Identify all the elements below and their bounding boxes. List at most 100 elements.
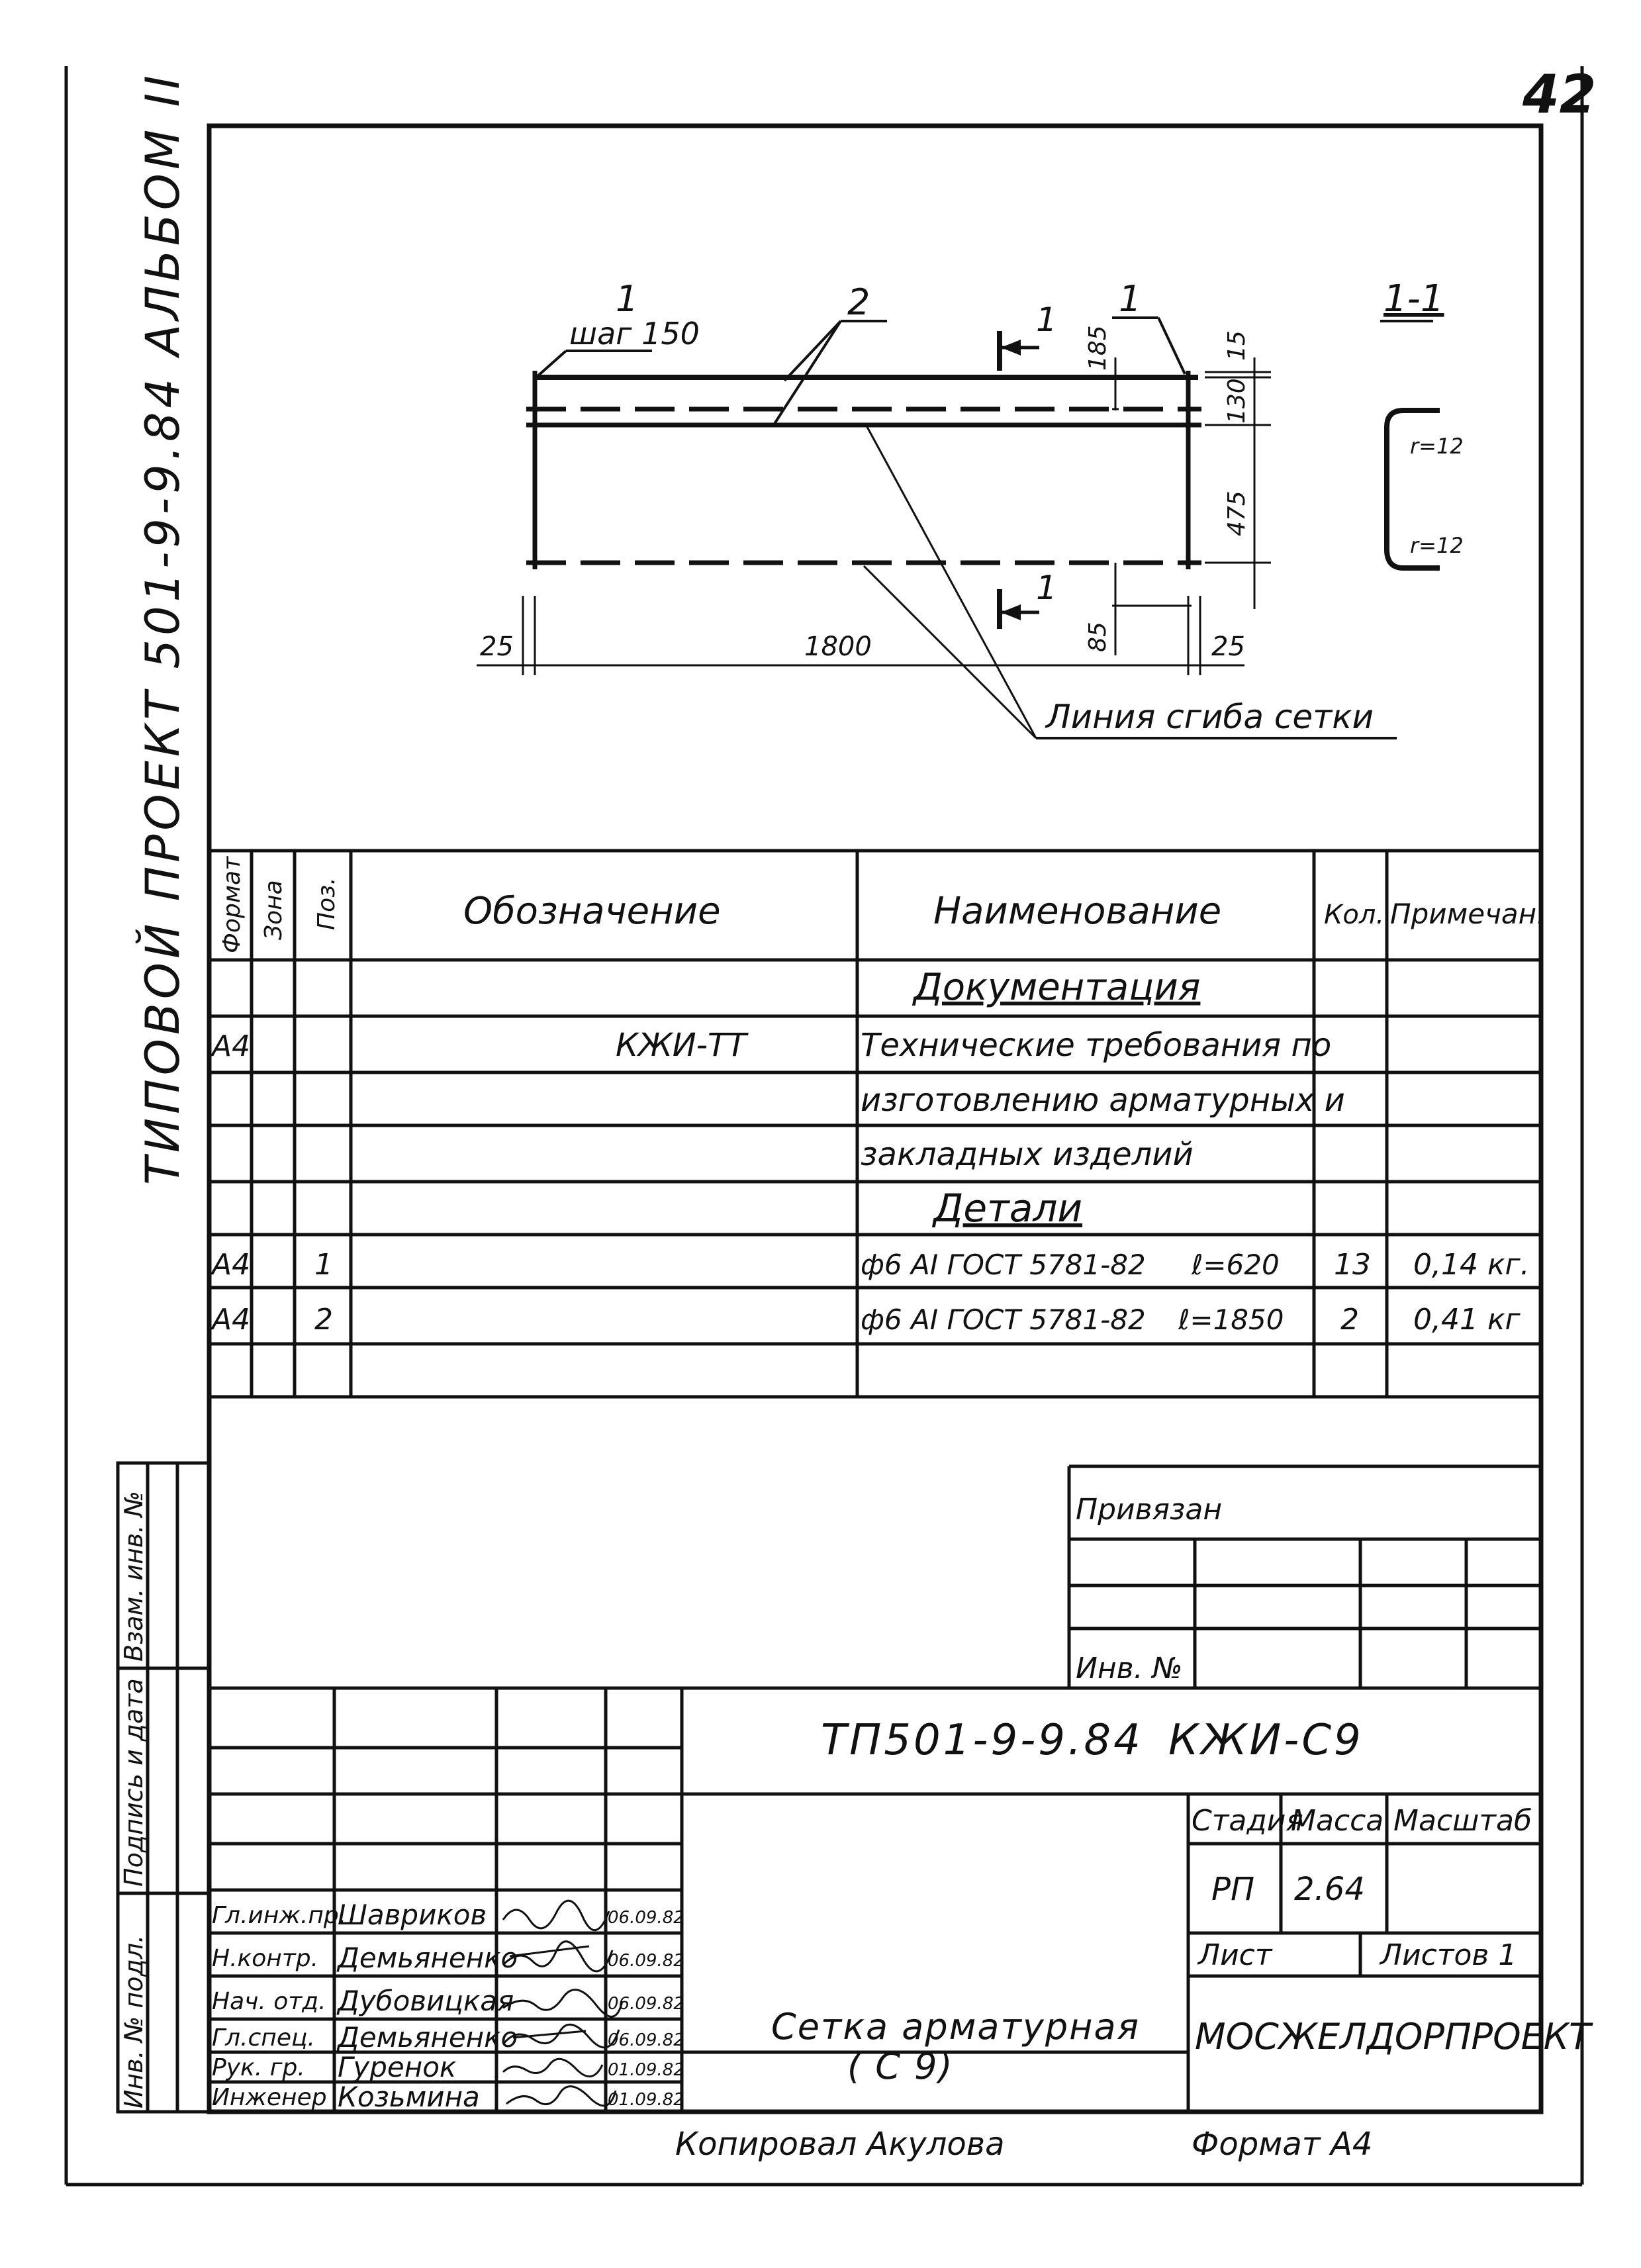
list-item: Гл.инж.пр. Шавриков 06.09.82 <box>212 1899 684 1931</box>
staff-date: 06.09.82 <box>608 1994 684 2014</box>
copied-by: Копировал Акулова <box>675 2126 1004 2163</box>
organization: МОСЖЕЛДОРПРОЕКТ <box>1195 2016 1593 2057</box>
staff-role: Инженер <box>212 2084 327 2111</box>
pos-label-1: 1 <box>616 278 638 320</box>
header-note: Примечан. <box>1390 898 1545 930</box>
sheets-label: Листов 1 <box>1379 1938 1517 1972</box>
bend-radius-top: r=12 <box>1410 434 1464 459</box>
mesh-drawing: 1 шаг 150 2 1 1 1 <box>477 277 1464 739</box>
header-qty: Кол. <box>1324 900 1384 930</box>
section-label: 1-1 <box>1383 277 1444 320</box>
page-frame <box>64 66 1584 2187</box>
row1-name: ф6 АI ГОСТ 5781-82 <box>861 1249 1146 1281</box>
section-documentation: Документация <box>912 966 1200 1009</box>
mass-value: 2.64 <box>1294 1871 1365 1908</box>
dim-middle: 475 <box>1223 491 1250 536</box>
table-row: А4 1 ф6 АI ГОСТ 5781-82 ℓ=620 13 0,14 кг… <box>210 1248 1530 1282</box>
staff-name: Демьяненко <box>336 2021 518 2054</box>
staff-date: 06.09.82 <box>608 1908 684 1928</box>
pos-label-2: 2 <box>847 281 870 323</box>
staff-name: Дубовицкая <box>336 1985 514 2017</box>
strip-inv-original: Инв. № подл. <box>119 1935 148 2108</box>
row1-qty: 13 <box>1334 1248 1371 1282</box>
binding-inv-no: Инв. № <box>1076 1652 1182 1685</box>
list-item: Гл.спец. Демьяненко 06.09.82 <box>212 2021 684 2054</box>
cut-marker-bottom: 1 <box>997 569 1057 629</box>
left-strip: Инв. № подл. Подпись и дата Взам. инв. № <box>116 1461 211 2114</box>
vertical-dimensions <box>1112 357 1271 655</box>
staff-name: Шавриков <box>338 1899 487 1931</box>
list-item: Рук. гр. Гуренок 01.09.82 <box>212 2051 684 2083</box>
spec-table: Формат Зона Поз. Обозначение Наименовани… <box>209 849 1545 1399</box>
row2-note: 0,41 кг <box>1413 1303 1521 1337</box>
row1-note: 0,14 кг. <box>1413 1248 1530 1282</box>
staff-role: Гл.инж.пр. <box>212 1902 346 1929</box>
dim-left-margin: 25 <box>480 632 514 662</box>
cut-top-label: 1 <box>1036 301 1057 339</box>
dim-right-margin: 25 <box>1211 632 1245 662</box>
staff-name: Гуренок <box>338 2051 457 2083</box>
header-name: Наименование <box>933 890 1221 933</box>
horizontal-dimensions <box>477 596 1244 675</box>
dim-second-gap: 130 <box>1223 378 1250 424</box>
dim-bottom: 85 <box>1084 622 1111 652</box>
cut-marker-top: 1 <box>997 301 1057 371</box>
row2-pos: 2 <box>314 1303 333 1337</box>
list-item: Н.контр. Демьяненко 06.09.82 <box>212 1942 684 1974</box>
row2-length: ℓ=1850 <box>1178 1303 1284 1336</box>
doc-name-line2: изготовлению арматурных и <box>861 1082 1345 1119</box>
staff-role: Рук. гр. <box>212 2054 305 2081</box>
strip-signature-date: Подпись и дата <box>119 1678 148 1887</box>
sheet-number: 42 <box>1522 64 1596 125</box>
strip-replaced-inv: Взам. инв. № <box>119 1491 148 1662</box>
binding-attached: Привязан <box>1076 1493 1222 1527</box>
bend-note: Линия сгиба сетки <box>1045 698 1374 736</box>
header-designation: Обозначение <box>463 890 721 933</box>
drawing-title-line2: ( С 9) <box>847 2046 954 2087</box>
table-row: А4 2 ф6 АI ГОСТ 5781-82 ℓ=1850 2 0,41 кг <box>210 1303 1521 1337</box>
dim-top-offset: 15 <box>1223 330 1250 361</box>
dim-length: 1800 <box>804 632 872 662</box>
binding-block: Привязан Инв. № <box>1067 1464 1541 1690</box>
staff-role: Нач. отд. <box>212 1988 326 2015</box>
scale-label: Масштаб <box>1393 1804 1532 1838</box>
section-details: Детали <box>931 1186 1082 1231</box>
doc-name-line1: Технические требования по <box>861 1027 1331 1064</box>
stage-label: Стадия <box>1192 1804 1303 1838</box>
staff-name: Козьмина <box>338 2081 480 2113</box>
doc-name-line3: закладных изделий <box>861 1136 1194 1173</box>
bend-radius-bottom: r=12 <box>1410 533 1464 558</box>
row1-format: А4 <box>210 1248 250 1282</box>
doc-designation: КЖИ-ТТ <box>616 1027 749 1064</box>
sheet-label: Лист <box>1197 1938 1273 1972</box>
staff-role: Н.контр. <box>212 1945 318 1972</box>
doc-format: А4 <box>210 1029 250 1063</box>
staff-date: 01.09.82 <box>608 2090 684 2110</box>
step-label: шаг 150 <box>569 316 700 352</box>
drawing-title-line1: Сетка арматурная <box>771 2006 1140 2048</box>
header-zone: Зона <box>260 880 287 940</box>
dim-first-gap: 185 <box>1084 325 1111 371</box>
drawing-frame <box>207 123 1544 2114</box>
list-item: Инженер Козьмина 01.09.82 <box>212 2081 684 2113</box>
staff-date: 06.09.82 <box>608 1951 684 1971</box>
pos-label-1b: 1 <box>1119 278 1141 320</box>
staff-date: 06.09.82 <box>608 2030 684 2050</box>
row1-length: ℓ=620 <box>1191 1249 1280 1281</box>
format-note: Формат А4 <box>1192 2126 1372 2163</box>
header-format: Формат <box>218 856 246 953</box>
row2-format: А4 <box>210 1303 250 1337</box>
row2-name: ф6 АI ГОСТ 5781-82 <box>861 1303 1146 1336</box>
staff-name: Демьяненко <box>336 1942 518 1974</box>
header-pos: Поз. <box>313 877 340 930</box>
signatures <box>502 1899 624 2107</box>
staff-date: 01.09.82 <box>608 2060 684 2080</box>
row1-pos: 1 <box>314 1248 333 1282</box>
side-title: ТИПОВОЙ ПРОЕКТ 501-9-9.84 АЛЬБОМ II <box>136 71 190 1185</box>
staff-role: Гл.спец. <box>212 2024 315 2052</box>
mass-label: Масса <box>1291 1804 1383 1838</box>
row2-qty: 2 <box>1340 1303 1359 1337</box>
sheet-code: КЖИ-С9 <box>1168 1716 1364 1765</box>
cut-bottom-label: 1 <box>1036 569 1057 607</box>
